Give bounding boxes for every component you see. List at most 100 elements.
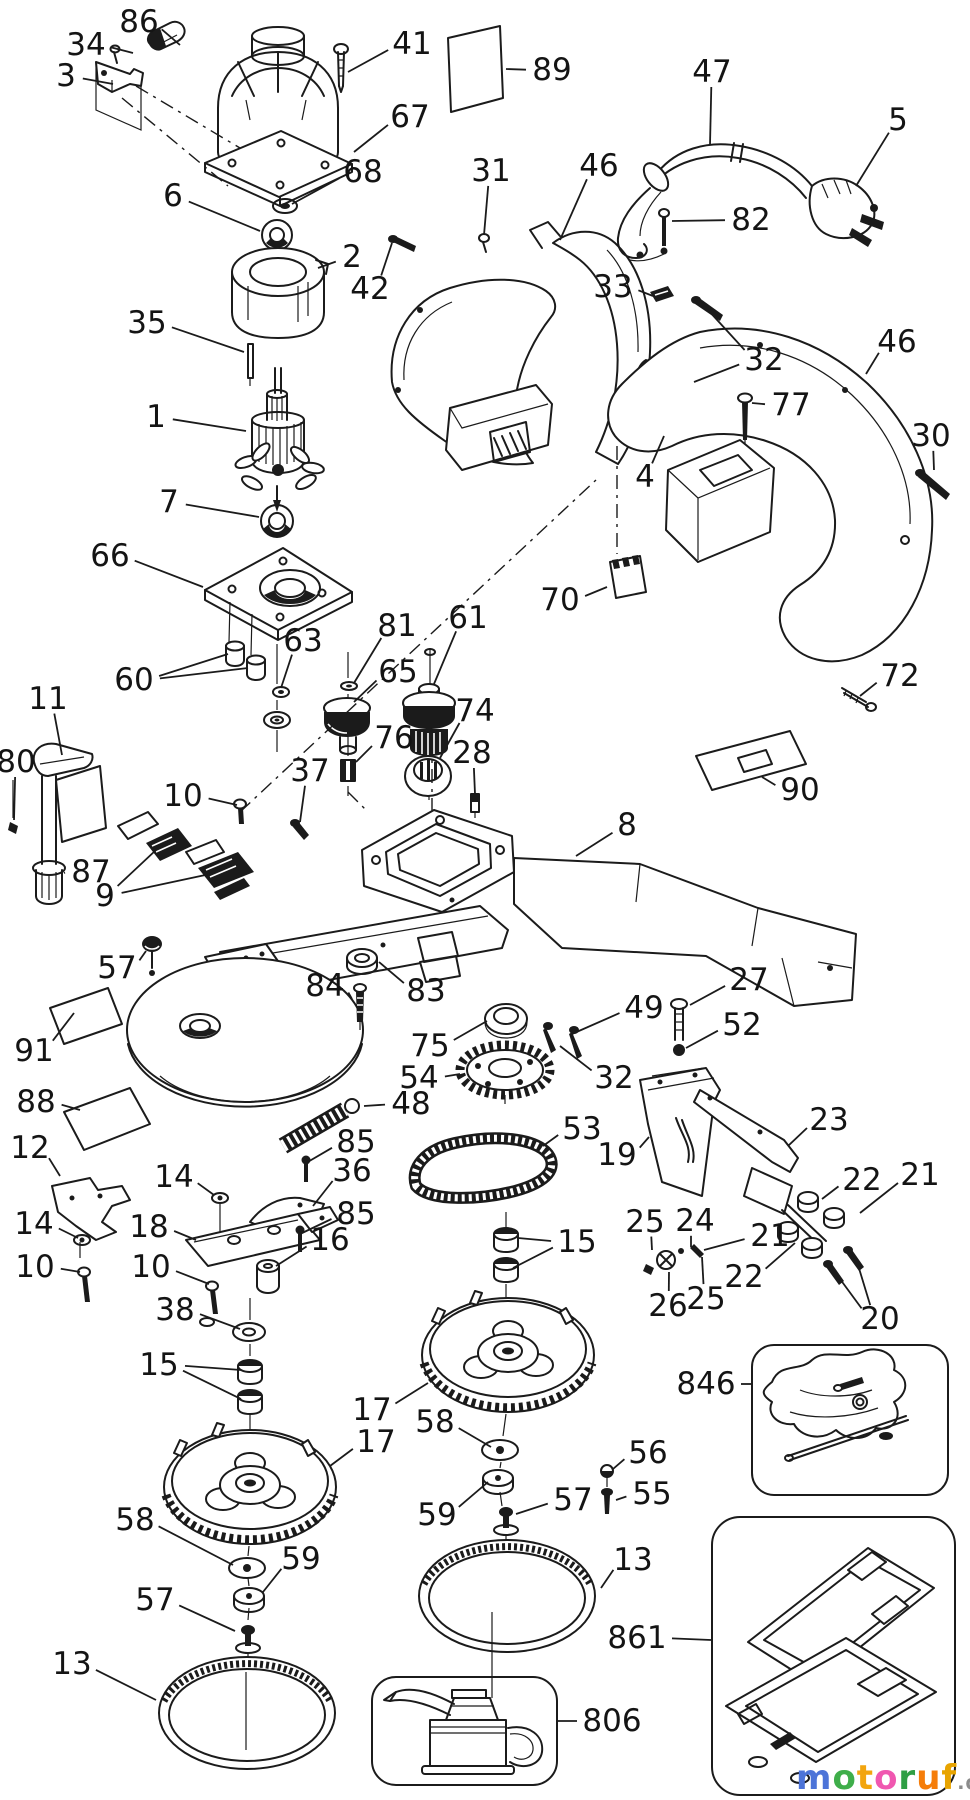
callout-10: 10 <box>163 778 202 814</box>
leader-line-11 <box>53 713 63 756</box>
label-plate-91-drawing <box>49 987 123 1045</box>
callout-11: 11 <box>28 681 67 717</box>
callout-74: 74 <box>455 693 494 729</box>
drive-belt-53-drawing <box>408 1132 558 1204</box>
callout-80: 80 <box>0 744 36 780</box>
callout-34: 34 <box>66 27 105 63</box>
callout-13: 13 <box>52 1646 91 1682</box>
leader-line-56 <box>612 1458 625 1470</box>
leader-line-85 <box>299 1218 332 1235</box>
pulley-65-drawing <box>323 652 371 796</box>
callout-35: 35 <box>127 305 166 341</box>
callout-89: 89 <box>532 52 571 88</box>
callout-60: 60 <box>114 662 153 698</box>
callout-59: 59 <box>417 1497 456 1533</box>
blade-13-left-drawing <box>159 1657 335 1769</box>
callout-57: 57 <box>553 1482 592 1518</box>
leader-line-88 <box>61 1103 81 1111</box>
leader-line-9 <box>121 873 211 894</box>
brush-holders-9-drawing <box>117 811 254 900</box>
leader-line-54 <box>444 1073 461 1078</box>
leader-line-34 <box>111 46 134 54</box>
leader-line-72 <box>859 681 878 697</box>
callout-12: 12 <box>10 1130 49 1166</box>
leader-line-9 <box>116 849 157 887</box>
leader-line-49 <box>571 1012 620 1035</box>
leader-line-10 <box>175 1270 210 1285</box>
leader-line-27 <box>689 985 726 1006</box>
callout-10: 10 <box>15 1249 54 1285</box>
nut-14a-drawing <box>73 1234 91 1246</box>
leader-line-16 <box>275 1245 308 1267</box>
screw-37-drawing <box>290 819 309 840</box>
screws-20-drawing <box>823 1246 864 1285</box>
bushings-21-22-drawing <box>777 1191 845 1259</box>
callout-15: 15 <box>139 1347 178 1383</box>
callout-85: 85 <box>336 1196 375 1232</box>
callout-32: 32 <box>744 342 783 378</box>
tension-arm-23-drawing <box>693 1089 827 1247</box>
leader-line-91 <box>52 1012 75 1042</box>
callout-58: 58 <box>115 1502 154 1538</box>
callout-2: 2 <box>342 239 362 275</box>
leader-line-83 <box>378 961 405 984</box>
leader-line-80 <box>13 776 16 821</box>
hardware-24-25-26-drawing <box>643 1244 704 1275</box>
screw-10c-drawing <box>199 1280 219 1327</box>
callout-58: 58 <box>415 1404 454 1440</box>
callout-9: 9 <box>95 878 115 914</box>
screw-42-drawing <box>388 235 416 252</box>
callout-23: 23 <box>809 1102 848 1138</box>
bearing-plate-66-drawing <box>204 547 353 656</box>
clip-33-drawing <box>650 286 674 302</box>
screw-84-drawing <box>353 942 386 1030</box>
leader-line-21 <box>859 1182 899 1214</box>
callout-85: 85 <box>336 1124 375 1160</box>
leader-line-57 <box>178 1604 236 1632</box>
leader-line-25 <box>650 1236 653 1251</box>
leader-line-36 <box>312 1180 334 1207</box>
bearings-15-left-drawing <box>237 1359 263 1432</box>
leader-line-25 <box>701 1256 705 1285</box>
leader-line-58 <box>158 1525 234 1566</box>
grip-cover-drawing <box>665 439 775 563</box>
leader-line-57 <box>515 1502 549 1515</box>
bearings-15-right-drawing <box>493 1212 519 1320</box>
callout-57: 57 <box>97 950 136 986</box>
callout-61: 61 <box>448 600 487 636</box>
callout-16: 16 <box>310 1222 349 1258</box>
leader-line-1 <box>172 418 247 432</box>
callout-1: 1 <box>146 399 166 435</box>
callout-24: 24 <box>675 1203 714 1239</box>
callout-17: 17 <box>356 1424 395 1460</box>
leader-line-77 <box>751 402 766 406</box>
screw-32-top-drawing <box>691 296 723 321</box>
callout-21: 21 <box>900 1157 939 1193</box>
leader-line-70 <box>584 586 608 597</box>
callout-67: 67 <box>390 99 429 135</box>
callout-33: 33 <box>593 269 632 305</box>
leader-line-65 <box>353 679 378 703</box>
washer-64-drawing <box>263 644 291 752</box>
callout-861: 861 <box>607 1620 666 1656</box>
leader-line-89 <box>505 68 527 71</box>
leader-line-59 <box>262 1568 283 1593</box>
leader-line-63 <box>280 654 293 689</box>
watermark-motoruf: motoruf.de <box>796 1758 970 1798</box>
leader-line-20 <box>839 1278 863 1309</box>
callout-70: 70 <box>540 582 579 618</box>
screws-49-drawing <box>543 1022 582 1059</box>
leader-line-75 <box>453 1020 488 1041</box>
leader-line-37 <box>299 785 306 823</box>
leader-line-38 <box>199 1313 241 1330</box>
leader-line-82 <box>671 219 726 222</box>
callout-83: 83 <box>406 973 445 1009</box>
leader-line-74 <box>439 722 461 759</box>
leader-line-17 <box>329 1448 354 1467</box>
callout-84: 84 <box>305 968 344 1004</box>
nut-14b-drawing <box>211 1192 229 1232</box>
callout-72: 72 <box>880 658 919 694</box>
leader-line-12 <box>48 1157 61 1177</box>
spring-48-drawing <box>278 1098 360 1154</box>
